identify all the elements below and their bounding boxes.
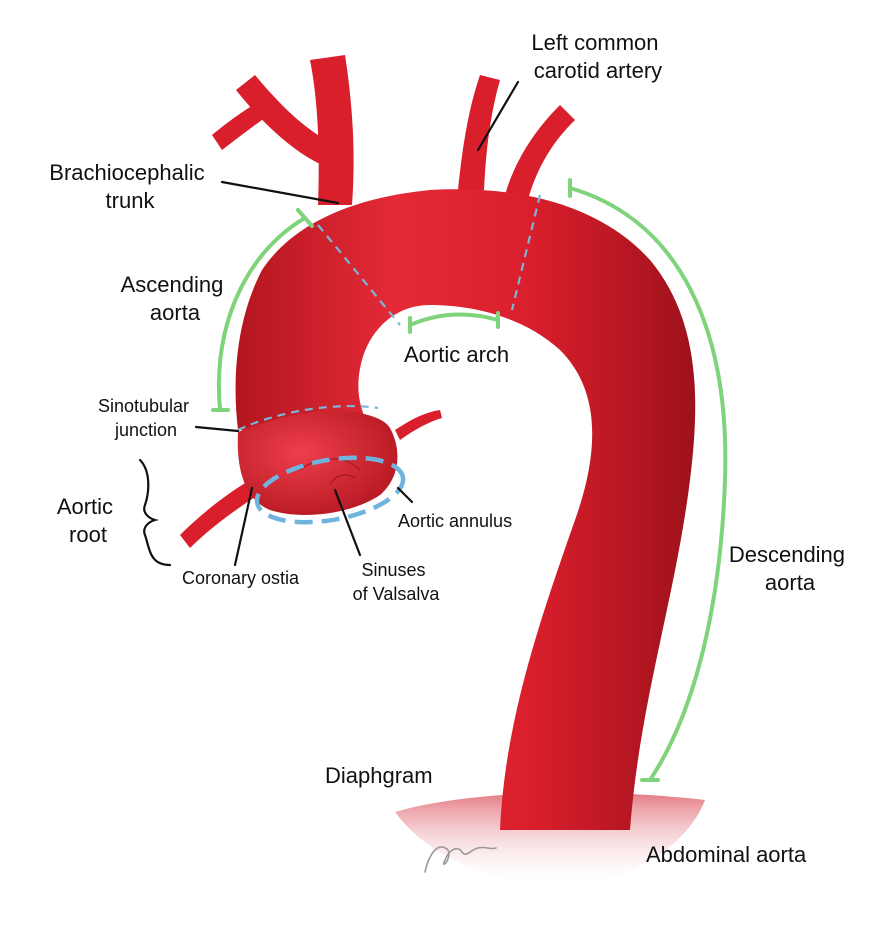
- leader-annulus: [396, 486, 414, 504]
- bracket-ascending: [211, 208, 314, 412]
- label-coronary-ostia: Coronary ostia: [182, 568, 300, 588]
- label-diaphragm: Diaphgram: [325, 763, 433, 788]
- aortic-root-brace: [138, 458, 172, 567]
- label-aortic-annulus: Aortic annulus: [398, 511, 512, 531]
- leader-brachiocephalic: [220, 180, 340, 205]
- boundary-sinotubular: [237, 404, 379, 431]
- label-descending-aorta: Descending aorta: [729, 542, 851, 595]
- aorta-body: [235, 189, 696, 830]
- bracket-descending: [568, 178, 728, 782]
- label-abdominal-aorta: Abdominal aorta: [646, 842, 807, 867]
- signature-icon: [424, 846, 497, 873]
- boundary-arch-descending: [510, 194, 542, 311]
- label-sinotubular-junction: Sinotubular junction: [98, 396, 194, 440]
- branch-vessels: [180, 55, 575, 548]
- leader-coronary: [233, 486, 254, 567]
- label-brachiocephalic-trunk: Brachiocephalic trunk: [49, 160, 210, 213]
- label-aortic-arch: Aortic arch: [404, 342, 509, 367]
- leader-sinotubular: [194, 425, 240, 433]
- boundary-aortic-annulus: [254, 455, 406, 525]
- boundary-brachiocephalic: [317, 224, 401, 326]
- label-sinuses-of-valsalva: Sinuses of Valsalva: [353, 560, 441, 604]
- label-ascending-aorta: Ascending aorta: [121, 272, 230, 325]
- label-aortic-root: Aortic root: [57, 494, 119, 547]
- bracket-arch: [408, 311, 500, 334]
- label-left-common-carotid: Left common carotid artery: [531, 30, 664, 83]
- leader-carotid: [476, 80, 520, 152]
- leader-sinuses: [333, 488, 362, 557]
